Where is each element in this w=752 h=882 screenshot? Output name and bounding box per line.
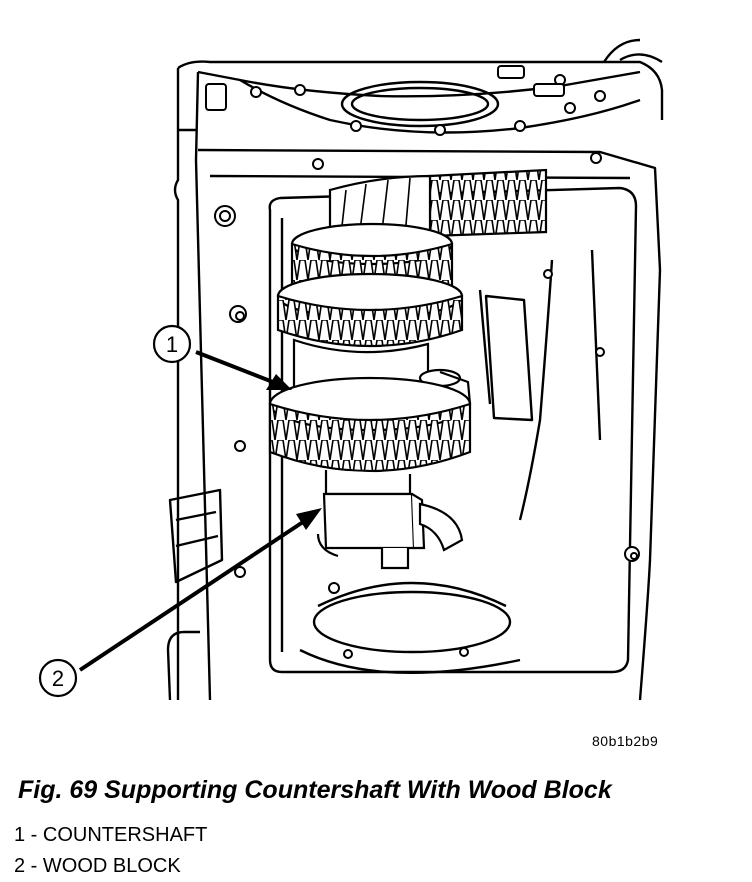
transmission-case-illustration: 1 2 — [38, 38, 664, 701]
callout-1-arrowhead — [266, 374, 292, 390]
case-bolt-holes — [205, 65, 640, 659]
figure-caption: Fig. 69 Supporting Countershaft With Woo… — [18, 776, 612, 804]
countershaft-gear-cluster — [268, 168, 548, 496]
callout-legend: 1 - COUNTERSHAFT 2 - WOOD BLOCK — [14, 820, 207, 882]
callout-2-circle — [38, 658, 78, 698]
wood-block — [316, 492, 464, 570]
callout-2-leader-arrow — [78, 518, 308, 672]
legend-item-wood-block: 2 - WOOD BLOCK — [14, 855, 181, 877]
callout-1: 1 — [152, 324, 292, 390]
callout-1-number: 1 — [166, 332, 178, 357]
figure-reference-code: 80b1b2b9 — [592, 733, 659, 749]
callout-1-circle — [152, 324, 192, 364]
callout-2: 2 — [38, 508, 322, 698]
callout-2-arrowhead — [296, 508, 322, 530]
legend-item-countershaft: 1 - COUNTERSHAFT — [14, 824, 208, 846]
callout-2-number: 2 — [52, 666, 64, 691]
callout-1-leader-arrow — [195, 350, 279, 386]
